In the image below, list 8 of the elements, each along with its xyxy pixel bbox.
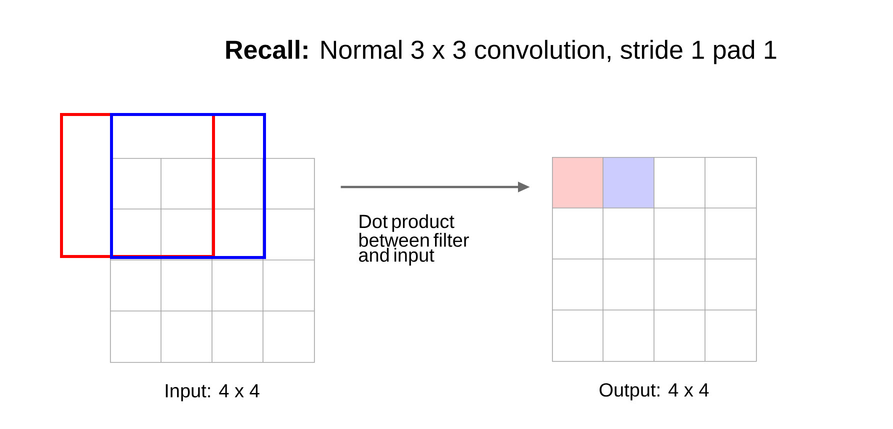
edge-label: Dot product between filter and input xyxy=(359,214,469,266)
filter-outline xyxy=(110,113,266,259)
node-label: Output: 4 x 4 xyxy=(600,383,709,400)
node-label: Input: 4 x 4 xyxy=(166,384,260,402)
grid-drawing xyxy=(552,156,757,362)
grid-drawing xyxy=(110,158,315,363)
title: Recall: Normal 3 x 3 convolution, stride 1 pad 1 xyxy=(226,40,776,64)
filter-outline xyxy=(60,113,215,258)
